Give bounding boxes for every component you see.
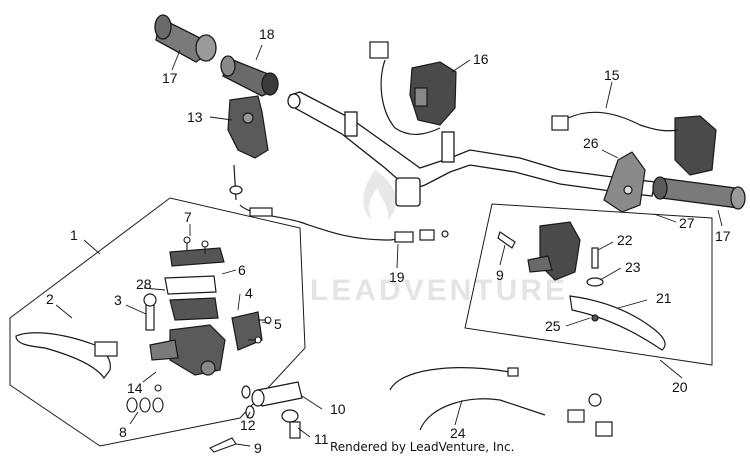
master-cylinder-group-outline (9, 197, 306, 447)
switch-housing-13 (227, 95, 269, 159)
switch-housing-right (551, 111, 717, 176)
label-1: 1 (70, 227, 78, 243)
label-27: 27 (679, 215, 695, 231)
label-9-right: 9 (496, 267, 504, 283)
master-cylinder (143, 247, 263, 376)
label-5: 5 (274, 316, 282, 332)
cover-26 (603, 151, 646, 213)
label-2: 2 (46, 291, 54, 307)
label-15: 15 (604, 67, 620, 83)
label-13: 13 (187, 109, 203, 125)
label-20: 20 (672, 379, 688, 395)
throttle-tube (220, 55, 279, 97)
leader-lines (55, 44, 723, 447)
label-10: 10 (330, 401, 346, 417)
right-lever-group-outline (464, 203, 713, 366)
label-19: 19 (389, 269, 405, 285)
label-25: 25 (545, 318, 561, 334)
label-11: 11 (314, 431, 329, 447)
label-3: 3 (114, 292, 122, 308)
label-21: 21 (656, 290, 672, 306)
right-lever-assembly (497, 221, 666, 351)
label-9-lower: 9 (254, 440, 262, 456)
label-17-left: 17 (162, 70, 178, 86)
label-26: 26 (583, 135, 599, 151)
handlebar (287, 91, 656, 207)
label-8: 8 (119, 424, 127, 440)
cable-24 (389, 367, 613, 437)
credit-text: Rendered by LeadVenture, Inc. (330, 440, 515, 454)
callout-labels: 1 2 3 4 5 6 7 8 9 9 10 11 12 13 14 15 16… (46, 26, 731, 456)
label-24: 24 (450, 425, 466, 441)
switch-housing-16 (369, 41, 457, 135)
label-7: 7 (184, 209, 192, 225)
small-parts-left (126, 384, 237, 453)
lever-2 (15, 332, 118, 380)
throttle-cable (229, 164, 449, 243)
label-6: 6 (238, 262, 246, 278)
label-12: 12 (240, 417, 256, 433)
left-grip (154, 14, 217, 63)
label-14: 14 (127, 380, 143, 396)
watermark: LEADVENTURE (310, 170, 568, 307)
label-18: 18 (259, 26, 275, 42)
right-grip (652, 176, 746, 210)
label-23: 23 (625, 259, 641, 275)
bolts (183, 236, 272, 344)
label-22: 22 (617, 232, 633, 248)
label-28: 28 (136, 276, 152, 292)
watermark-text: LEADVENTURE (310, 274, 568, 307)
label-17-right: 17 (715, 228, 731, 244)
label-4: 4 (245, 285, 253, 301)
label-16: 16 (473, 51, 489, 67)
parts-10-11-12 (241, 381, 303, 439)
